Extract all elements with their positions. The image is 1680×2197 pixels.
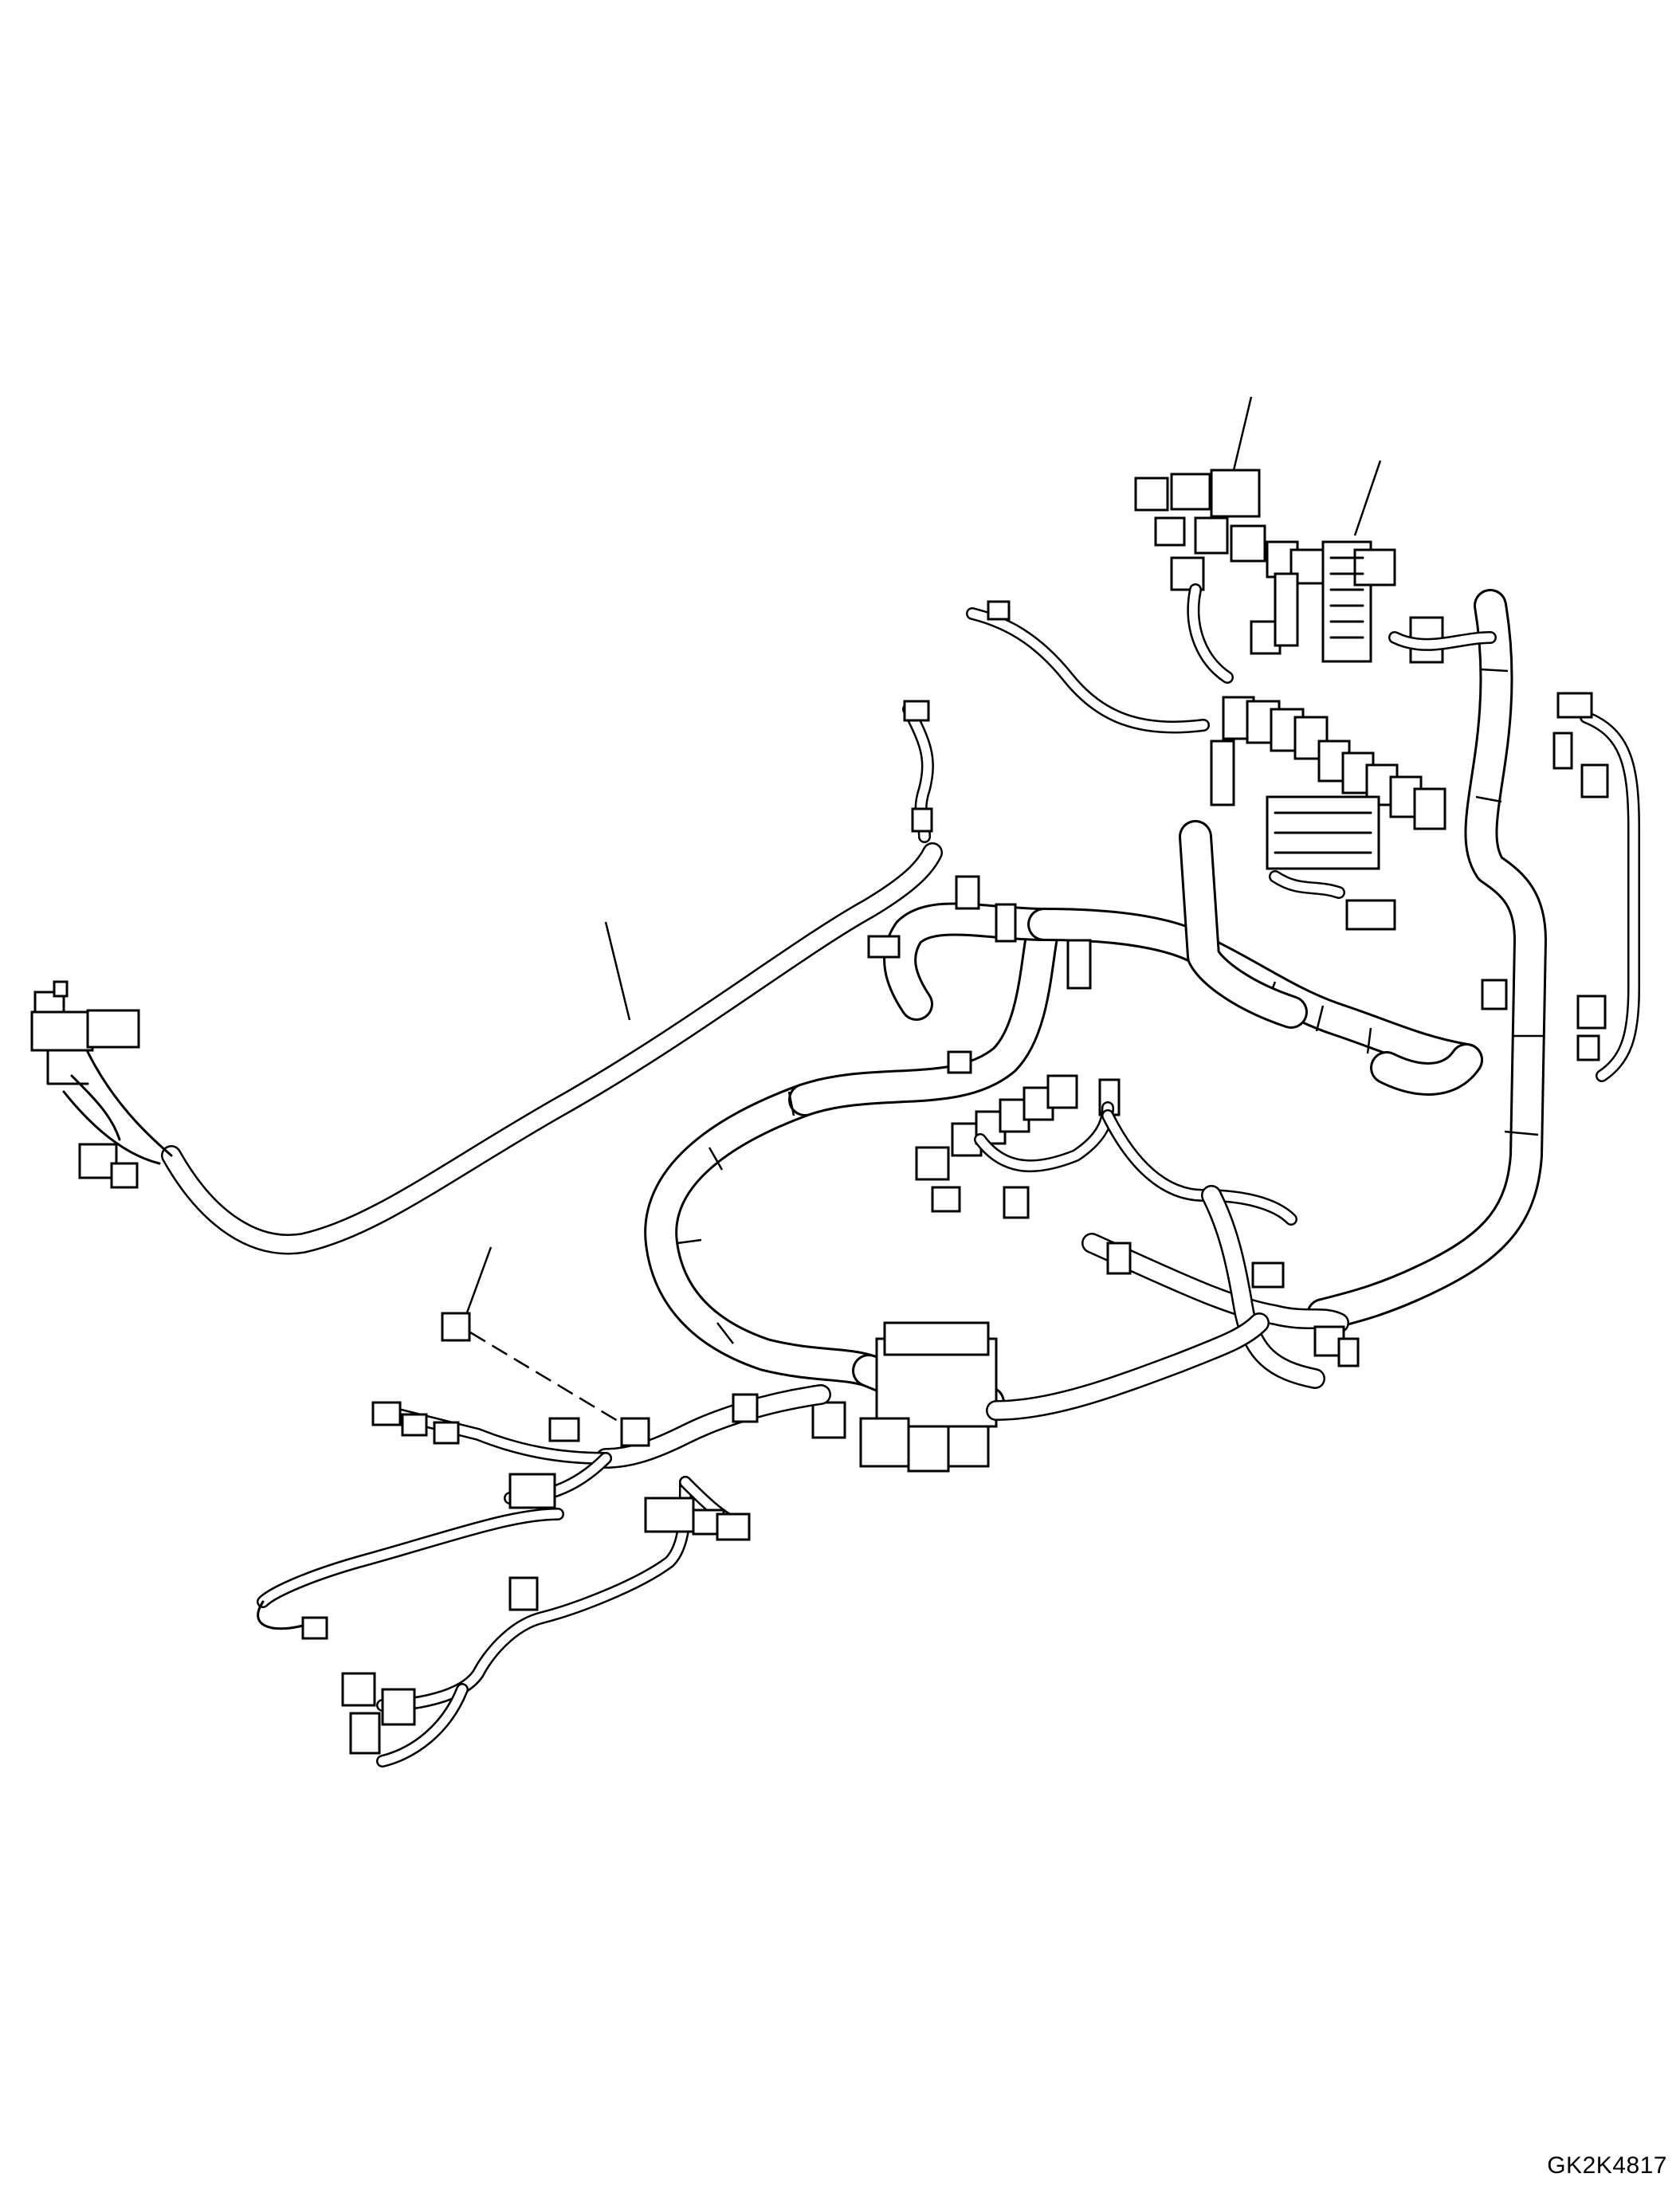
bracket-a [955,875,980,910]
lower-left-plug-o [732,1393,759,1423]
relay-c [1210,469,1261,518]
fuse-box-base-b [907,1425,950,1473]
leader-line-clip [465,1246,493,1316]
relay-e [1230,524,1266,563]
leader-line-upper-right [1353,460,1382,536]
upper-relay-block [1134,469,1497,684]
left-connector-c [86,1009,140,1049]
top-end-plug [903,700,930,722]
lower-left-plug-k [508,1576,539,1611]
lower-right-plug-a [1251,1261,1285,1289]
relay-b [1170,473,1211,511]
leader-line-main-harness [604,921,631,1021]
relay-n [1274,572,1299,647]
lower-left-plug-c [433,1421,460,1445]
far-right-connector-b [1580,763,1609,798]
fuse-box-lid [883,1321,990,1356]
lower-fuse-box [811,1312,1270,1473]
lower-right-plug-b [1106,1242,1132,1275]
cluster-plug-h [1003,1186,1030,1219]
cluster-plug-f [915,1146,950,1181]
lower-left-plug-i [716,1512,751,1541]
left-connector-e [110,1162,139,1189]
cluster-plug-k [1066,939,1092,990]
left-long-branch [62,842,943,1255]
left-connector-b [30,1010,94,1052]
plug-left-mid [867,935,901,959]
relay-a [1134,477,1169,512]
upper-plug [987,600,1011,621]
clip-upper [911,807,933,833]
far-right-connector-a [1556,692,1593,719]
lower-left-plug-g [644,1497,695,1533]
fuse-box-base-c [947,1425,990,1468]
side-connector [1210,740,1235,806]
cluster-plug-l [995,903,1017,943]
dashed-install-line [469,1331,630,1430]
upper-left-wires [867,600,1210,959]
lower-left-plug-l [341,1672,376,1707]
lower-left-plug-b [401,1413,428,1437]
relay-i [1353,548,1396,587]
far-right-connector-f [1481,979,1508,1010]
far-right-wire [1481,692,1640,1082]
drawing-code: GK2K4817 [1547,2152,1667,2179]
lower-right-plug-d [1337,1337,1360,1367]
left-connector-f [53,980,69,998]
lower-left-harness [257,1312,831,1767]
lower-left-plug-f [508,1473,556,1509]
cluster-plug-e [1046,1074,1078,1109]
lower-left-plug-j [301,1616,328,1640]
center-connector-cluster [915,903,1297,1226]
lower-left-plug-e [548,1417,580,1442]
far-right-connector-d [1576,995,1607,1030]
fuse-box-clamp [811,1401,846,1439]
lower-plug [1345,899,1396,931]
lower-left-plug-m [349,1712,381,1755]
lower-right-branch [1081,1185,1360,1389]
far-right-connector-e [1576,1034,1600,1061]
leader-line-upper-left [1232,396,1253,471]
lower-left-plug-a [371,1401,402,1426]
middle-relay-bank [1210,696,1446,931]
left-connector-a [33,991,65,1014]
lower-left-plug-d [620,1417,650,1447]
relay-j [1154,516,1186,547]
relay-d [1194,516,1229,555]
leader-lines [465,396,1382,1430]
cluster-plug-j [947,1050,972,1074]
relay-bank-i [1413,787,1446,830]
right-frame-harness [1179,589,1547,1332]
lower-left-plug-n [381,1688,416,1726]
cluster-plug-g [931,1186,961,1213]
left-end-connectors [30,980,140,1189]
fuse-box-base-a [859,1417,910,1468]
far-right-connector-c [1552,732,1573,770]
left-connector-d [78,1143,118,1179]
clip-part [441,1312,471,1342]
